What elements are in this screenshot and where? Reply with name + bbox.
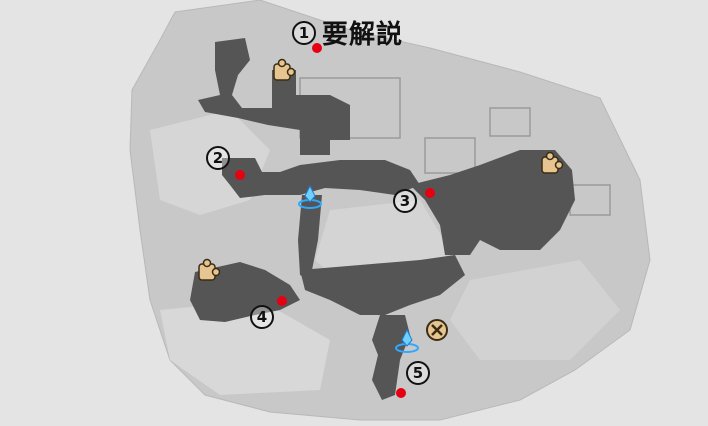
boss-gear-icon[interactable]: [426, 319, 448, 341]
marker-5: 5: [406, 361, 430, 385]
marker-1: 1 要解説: [292, 14, 403, 51]
teleport-waypoint-icon[interactable]: [298, 184, 322, 209]
marker-number: 3: [393, 189, 417, 213]
marker-note: 要解説: [322, 20, 404, 50]
puzzle-piece-icon[interactable]: [198, 258, 221, 281]
marker-number: 4: [250, 305, 274, 329]
puzzle-piece-icon[interactable]: [273, 58, 296, 81]
teleport-waypoint-icon[interactable]: [395, 328, 419, 353]
building: [489, 107, 531, 137]
walkable-area: [190, 38, 575, 400]
location-dot-3[interactable]: [425, 188, 435, 198]
terrain-hill: [450, 260, 620, 360]
puzzle-piece-icon[interactable]: [541, 151, 564, 174]
building: [424, 137, 476, 174]
marker-3: 3: [393, 189, 417, 213]
marker-4: 4: [250, 305, 274, 329]
marker-number: 2: [206, 146, 230, 170]
location-dot-5[interactable]: [396, 388, 406, 398]
location-dot-1[interactable]: [312, 43, 322, 53]
marker-2: 2: [206, 146, 230, 170]
terrain-hill: [160, 300, 330, 395]
location-dot-2[interactable]: [235, 170, 245, 180]
marker-number: 1: [292, 20, 316, 45]
location-dot-4[interactable]: [277, 296, 287, 306]
marker-number: 5: [406, 361, 430, 385]
